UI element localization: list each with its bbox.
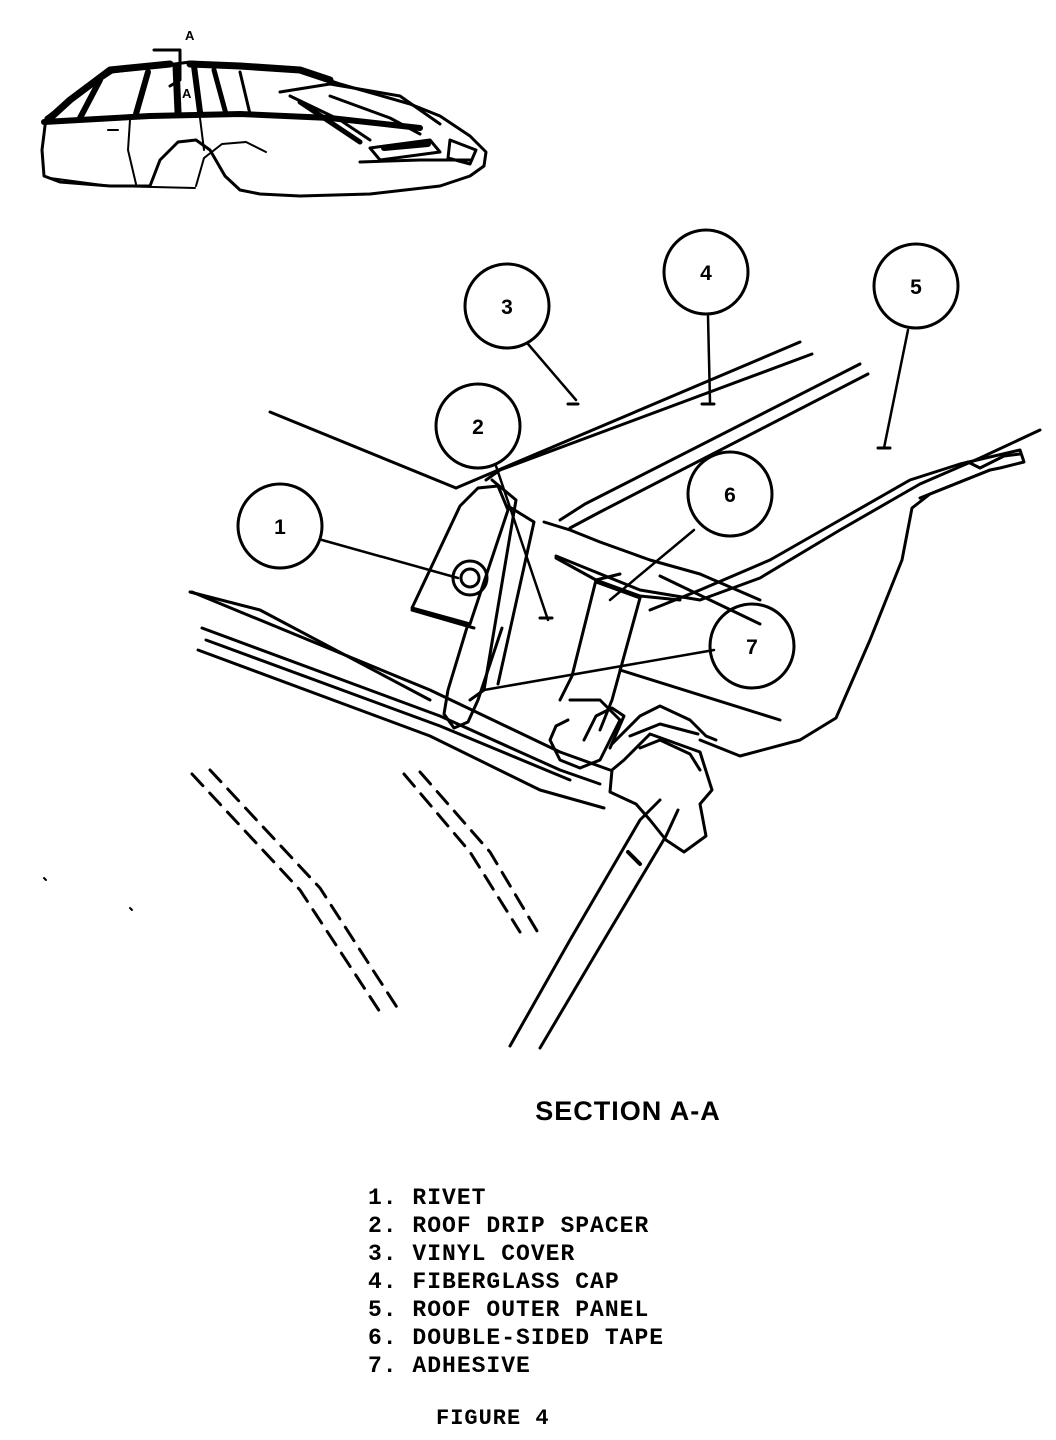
legend-number: 6.	[368, 1325, 398, 1351]
callout-number-2: 2	[472, 416, 484, 439]
legend-item: 4. FIBERGLASS CAP	[368, 1268, 664, 1296]
callout-circles	[236, 228, 960, 690]
section-marker-bottom: A	[182, 86, 192, 101]
callout-circle-6	[686, 450, 774, 538]
roof-section-drawing	[43, 340, 1042, 1050]
rivet-marker	[451, 559, 489, 597]
legend-label: ROOF DRIP SPACER	[412, 1213, 650, 1239]
legend-number: 3.	[368, 1241, 398, 1267]
callout-number-5: 5	[910, 276, 922, 299]
legend-label: FIBERGLASS CAP	[412, 1269, 620, 1295]
legend-number: 4.	[368, 1269, 398, 1295]
callout-number-7: 7	[746, 636, 758, 659]
figure-caption: FIGURE 4	[436, 1406, 550, 1431]
legend-label: VINYL COVER	[412, 1241, 576, 1267]
legend-item: 5. ROOF OUTER PANEL	[368, 1296, 664, 1324]
section-marker-top: A	[185, 28, 195, 43]
callout-number-6: 6	[724, 484, 736, 507]
callout-circle-1	[236, 482, 324, 570]
legend-number: 5.	[368, 1297, 398, 1323]
callout-circle-7	[708, 602, 796, 690]
car-overview-illustration	[40, 48, 488, 198]
legend-item: 6. DOUBLE-SIDED TAPE	[368, 1324, 664, 1352]
callout-number-1: 1	[274, 516, 286, 539]
callout-circle-5	[872, 242, 960, 330]
legend-item: 7. ADHESIVE	[368, 1352, 664, 1380]
parts-legend: 1. RIVET 2. ROOF DRIP SPACER 3. VINYL CO…	[368, 1184, 664, 1380]
callout-circle-2	[434, 382, 522, 470]
legend-item: 1. RIVET	[368, 1184, 664, 1212]
legend-item: 3. VINYL COVER	[368, 1240, 664, 1268]
rivet-head	[459, 567, 481, 589]
legend-label: DOUBLE-SIDED TAPE	[412, 1325, 665, 1351]
legend-label: ADHESIVE	[412, 1353, 531, 1379]
legend-number: 2.	[368, 1213, 398, 1239]
callout-numbers: 1 2 3 4 5 6 7	[274, 262, 922, 659]
legend-label: ROOF OUTER PANEL	[412, 1297, 650, 1323]
legend-number: 1.	[368, 1185, 398, 1211]
legend-item: 2. ROOF DRIP SPACER	[368, 1212, 664, 1240]
callout-number-4: 4	[700, 262, 712, 285]
callout-circle-3	[463, 262, 551, 350]
legend-number: 7.	[368, 1353, 398, 1379]
callout-number-3: 3	[501, 296, 513, 319]
callout-circle-4	[662, 228, 750, 316]
callout-leaders	[320, 314, 910, 692]
section-title: SECTION A-A	[535, 1096, 721, 1126]
legend-label: RIVET	[412, 1185, 487, 1211]
